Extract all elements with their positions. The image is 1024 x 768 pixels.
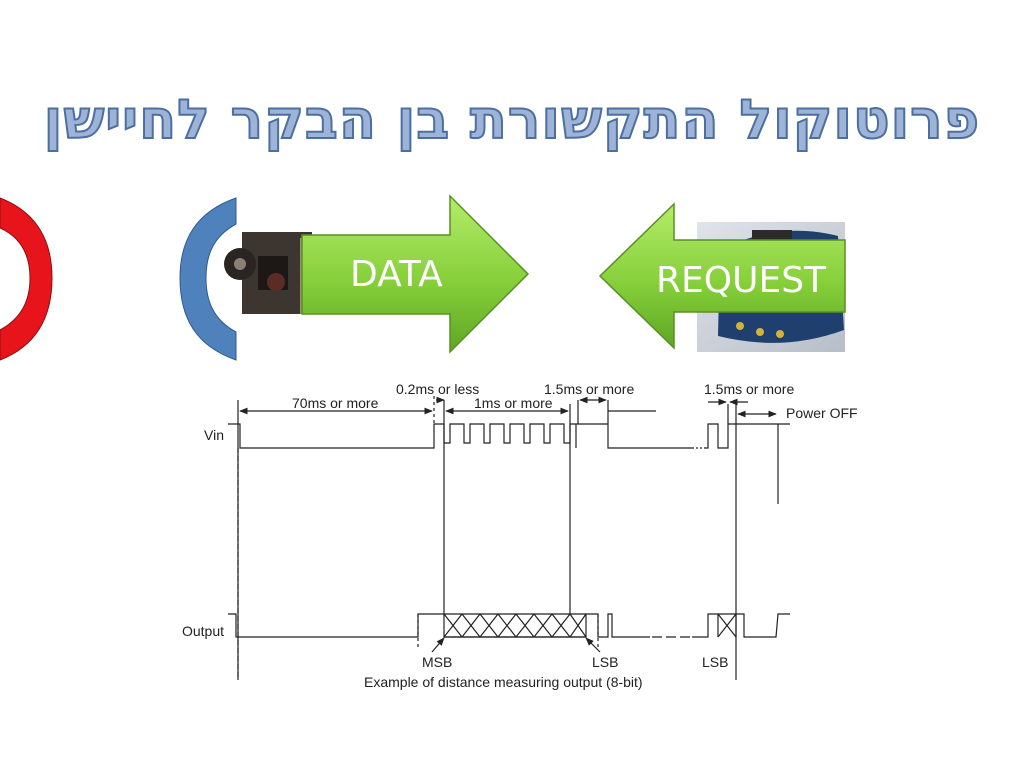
slide-title: פרוטוקול התקשורת בן הבקר לחיישן — [43, 87, 981, 152]
output-waveform — [228, 613, 650, 638]
request-arrow-label: REQUEST — [656, 260, 827, 301]
label-70ms: 70ms or more — [292, 395, 379, 411]
label-15ms-b: 1.5ms or more — [704, 381, 794, 397]
timing-caption: Example of distance measuring output (8-… — [364, 674, 643, 690]
label-power-off: Power OFF — [786, 405, 858, 421]
output-label: Output — [182, 623, 224, 639]
output-bit-cells — [443, 613, 587, 638]
label-lsb-a: LSB — [592, 654, 618, 670]
request-arrow-icon — [598, 202, 846, 350]
vin-waveform — [228, 423, 692, 449]
label-lsb-b: LSB — [702, 654, 728, 670]
label-1ms: 1ms or more — [474, 395, 553, 411]
label-15ms-a: 1.5ms or more — [544, 381, 634, 397]
data-arrow-label: DATA — [350, 254, 443, 295]
blue-bracket-icon — [179, 197, 237, 361]
label-msb: MSB — [422, 654, 452, 670]
vin-label: Vin — [204, 427, 224, 443]
data-arrow-icon — [301, 194, 530, 354]
label-02ms: 0.2ms or less — [396, 381, 479, 397]
red-bracket-icon — [0, 197, 53, 361]
